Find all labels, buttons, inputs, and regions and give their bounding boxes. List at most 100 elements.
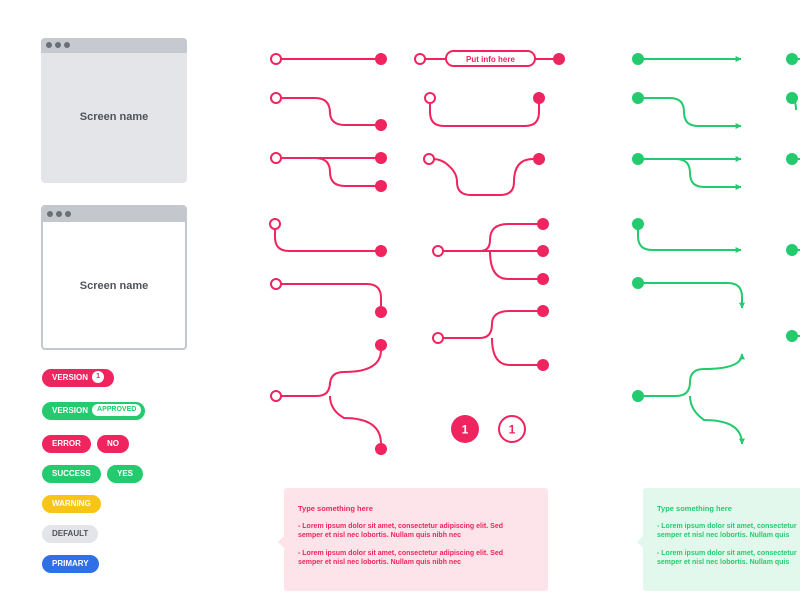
start-node-icon [786,92,798,104]
split-connector [281,157,376,187]
end-node-icon [375,306,387,318]
info-pill-label: Put info here [466,55,515,64]
start-node-icon [414,53,426,65]
end-node-icon [375,245,387,257]
end-node-icon [537,245,549,257]
screen-name-label: Screen name [79,280,149,292]
start-node-icon [270,152,282,164]
start-node-icon [270,92,282,104]
screen-name-label: Screen name [79,111,149,123]
pink-endpoints-left [269,53,387,455]
note-line: semper et nisl nec lobortis. Nullam quis… [298,559,461,566]
window-dot-icon [46,42,52,48]
arrow-branch-up [638,353,745,397]
start-node-icon [424,92,436,104]
corner-right-connector [281,283,382,306]
arrow-corner-down-connector [638,282,745,309]
window-dot-icon [64,42,70,48]
end-node-icon [537,359,549,371]
screen-window-outlined: Screen name [41,205,187,350]
pink-connectors-left [274,58,382,445]
note-card-green: Type something here - Lorem ipsum dolor … [637,488,800,591]
note-line: semper et nisl nec lobortis. Nullam quis [657,532,790,539]
window-title-bar [43,207,185,222]
note-tail [637,536,643,548]
end-node-icon [537,305,549,317]
u-connector [429,99,540,127]
start-node-icon [270,53,282,65]
note-line: - Lorem ipsum dolor sit amet, consectetu… [657,523,797,530]
note-item: - Lorem ipsum dolor sit amet, consectetu… [298,549,534,567]
window-dot-icon [56,211,62,217]
step-number-filled [451,415,479,443]
arrow-step-connector [638,97,742,129]
arrow-corner-connector [637,224,742,253]
window-dot-icon [47,211,53,217]
end-node-icon [375,443,387,455]
start-node-icon [632,218,644,230]
fan-connector-2 [443,310,538,366]
start-node-icon [423,153,435,165]
valley-connector [432,158,534,196]
step-number-outline-label: 1 [509,423,516,437]
badge-count: 1 [92,370,105,383]
note-tail [278,536,284,548]
badge-success: SUCCESS [42,465,101,483]
end-node-icon [533,153,545,165]
pink-connectors-right [425,50,554,366]
green-connectors [637,56,800,445]
start-node-icon [786,244,798,256]
info-pill [445,50,536,67]
start-node-icon [632,277,644,289]
end-node-icon [537,218,549,230]
start-node-icon [632,92,644,104]
note-card-pink: Type something here - Lorem ipsum dolor … [278,488,548,591]
badge-default: DEFAULT [42,525,99,543]
start-node-icon [432,332,444,344]
end-node-icon [533,92,545,104]
arrow-split-bottom [675,158,742,190]
screen-window-filled: Screen name [41,38,187,183]
end-node-icon [375,119,387,131]
badge-label: VERSION [52,406,89,415]
start-node-icon [632,153,644,165]
start-node-icon [270,390,282,402]
window-title-bar [41,38,187,53]
end-node-icon [553,53,565,65]
note-line: semper et nisl nec lobortis. Nullam quis… [298,532,461,539]
start-node-icon [632,390,644,402]
window-dot-icon [65,211,71,217]
badge-no: NO [97,435,129,453]
note-line: semper et nisl nec lobortis. Nullam quis [657,559,790,566]
start-node-icon [786,53,798,65]
note-line: - Lorem ipsum dolor sit amet, consectetu… [298,523,503,530]
badge-primary: PRIMARY [42,555,99,573]
end-node-icon [375,53,387,65]
note-title: Type something here [657,504,732,513]
step-connector [281,97,376,126]
arrow-branch-down [689,395,745,445]
fan-connector-3 [443,223,538,280]
corner-down-connector [274,227,376,252]
note-line: - Lorem ipsum dolor sit amet, consectetu… [298,550,503,557]
start-node-icon [432,245,444,257]
pink-endpoints-right: Put info here 1 1 [414,53,565,443]
step-number-outline [498,415,526,443]
start-node-icon [632,53,644,65]
badge-warning: WARNING [42,495,101,513]
window-dot-icon [55,42,61,48]
start-node-icon [786,153,798,165]
note-item: - Lorem ipsum dolor sit amet, consectetu… [298,522,534,540]
note-line: - Lorem ipsum dolor sit amet, consectetu… [657,550,797,557]
end-node-icon [375,339,387,351]
start-node-icon [270,278,282,290]
end-node-icon [537,273,549,285]
start-node-icon [786,330,798,342]
note-item: - Lorem ipsum dolor sit amet, consectetu… [657,549,799,567]
green-endpoints [632,53,798,402]
badge-yes: YES [107,465,144,483]
branch-connector [281,349,382,445]
